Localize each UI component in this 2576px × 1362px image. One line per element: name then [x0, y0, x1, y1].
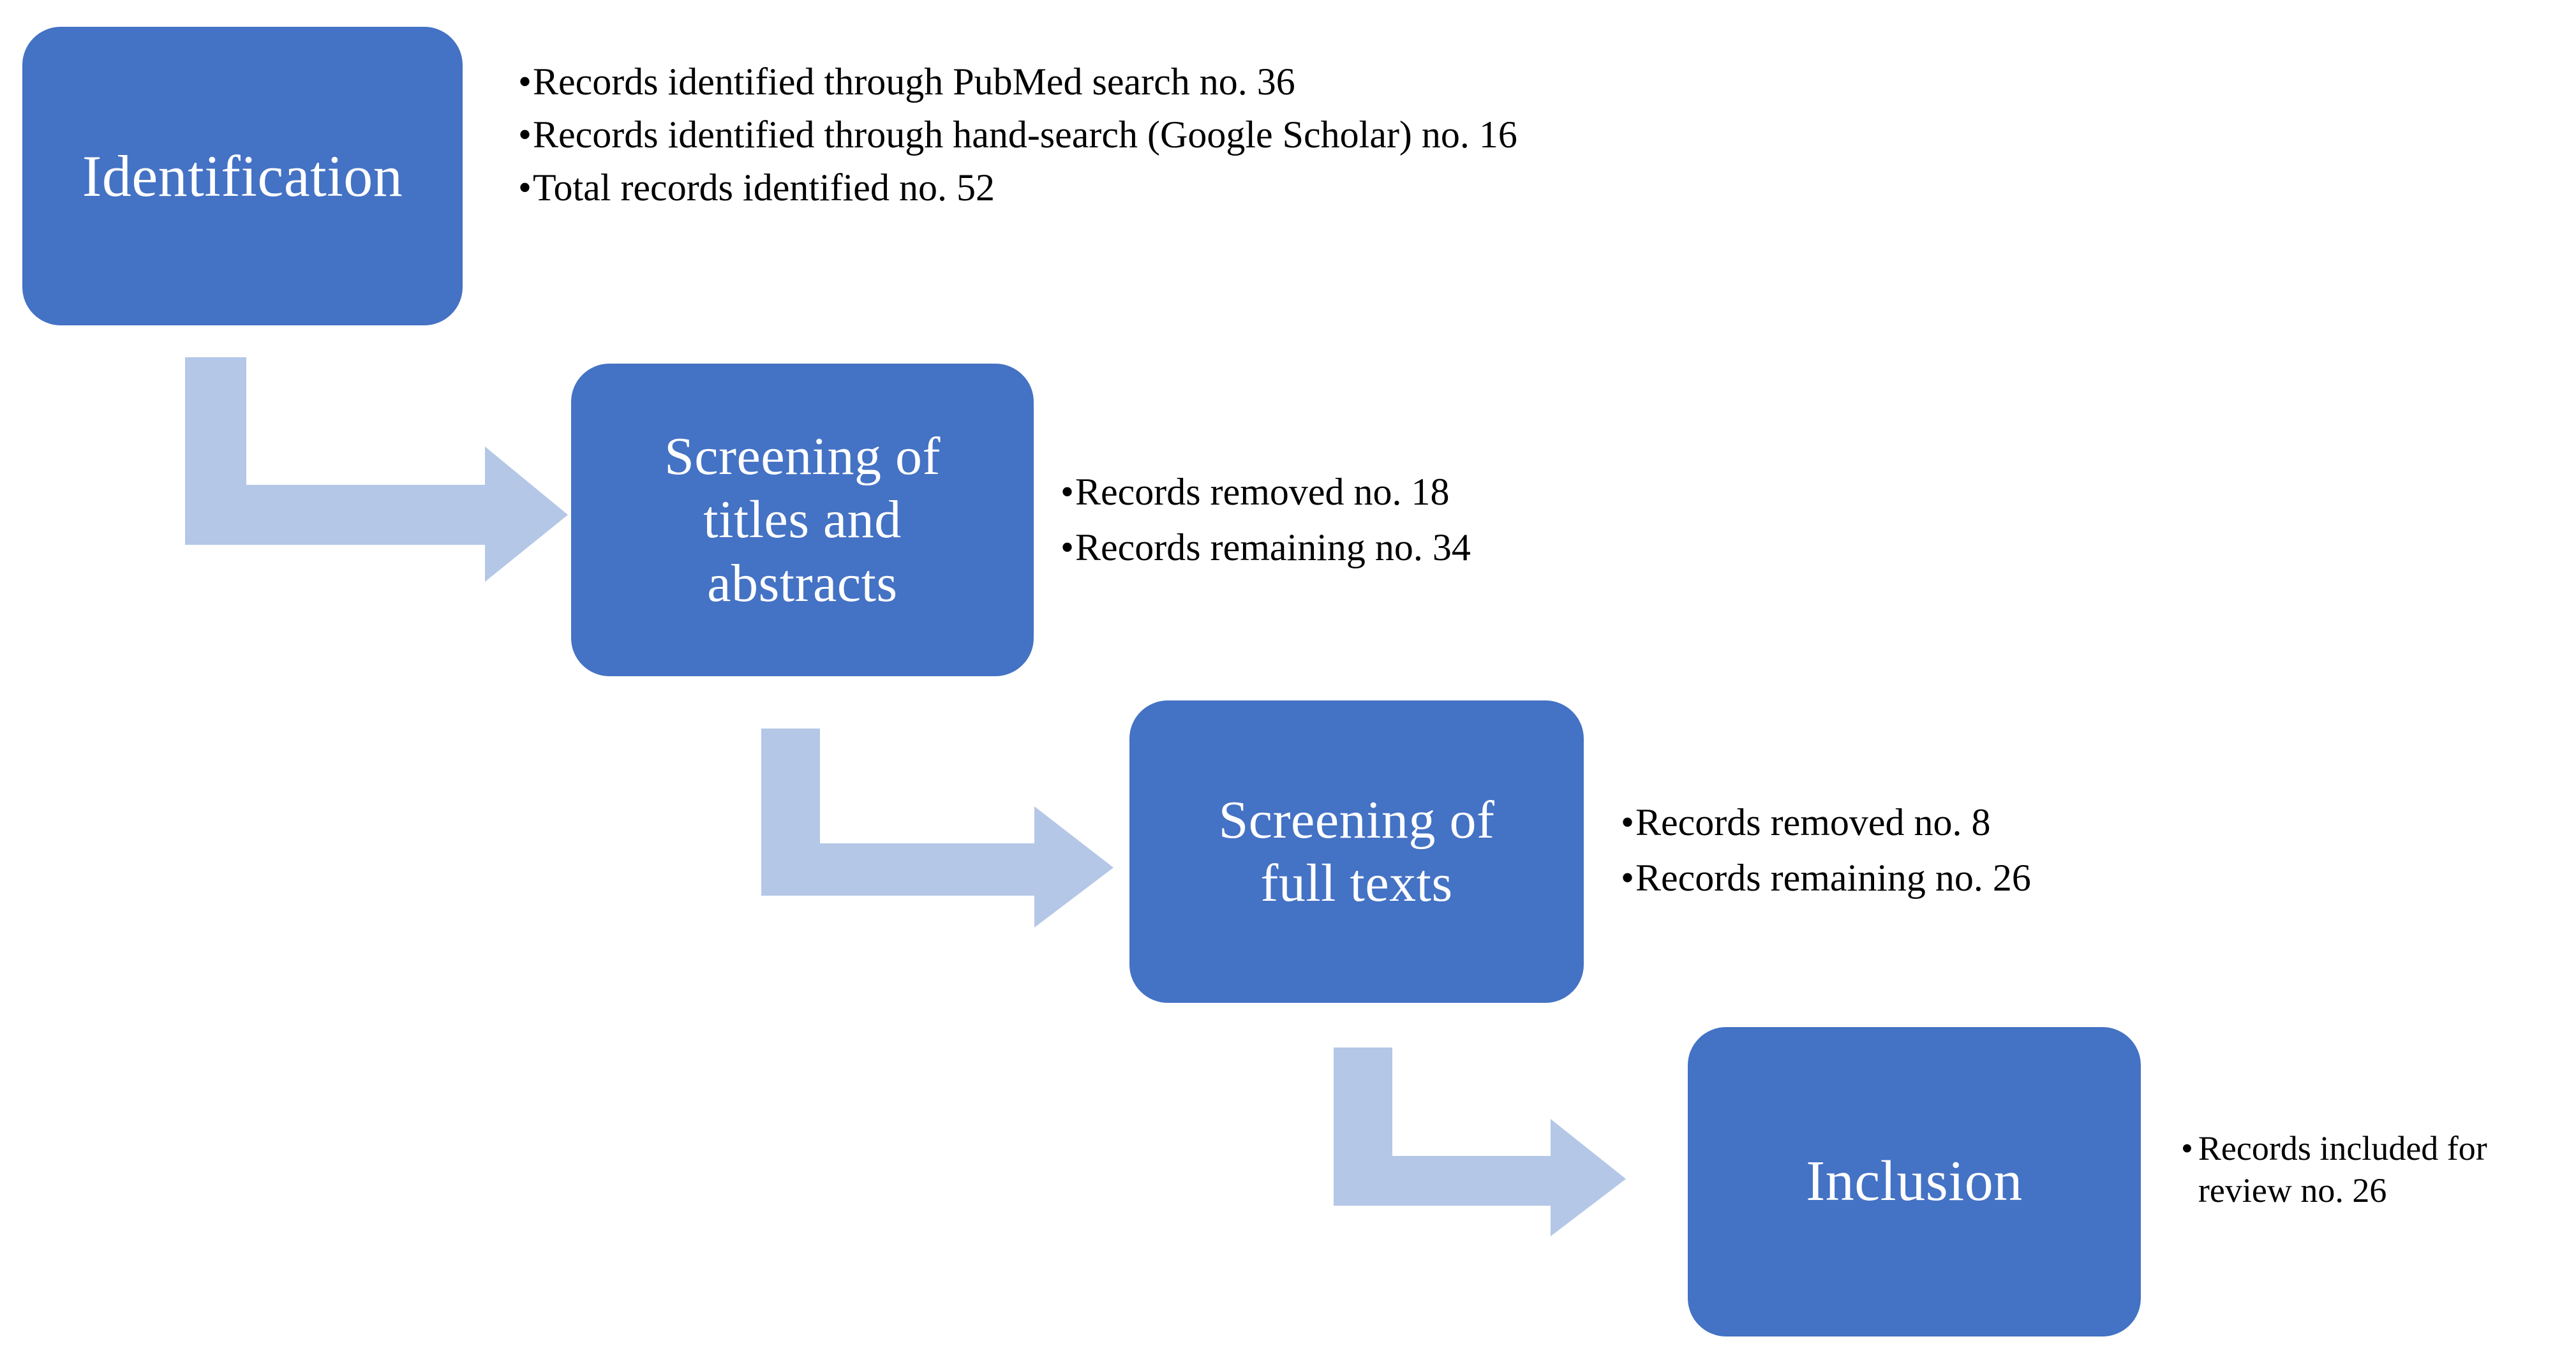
bent-arrow-screening-fulltexts-to-inclusion [1334, 1047, 1626, 1236]
stage-box-screening-titles-abstracts-label: Screening of titles and abstracts [664, 427, 941, 613]
bullet-dot-icon: • [1621, 857, 1635, 899]
list-item: • Total records identified no. 52 [518, 165, 1552, 211]
list-item-text: Records identified through hand-search (… [533, 114, 1517, 156]
list-item-text: Records removed no. 18 [1075, 471, 1450, 513]
bullet-dot-icon: • [1061, 526, 1075, 569]
list-item-text: Records identified through PubMed search… [533, 61, 1295, 103]
bent-arrow-screening-titles-to-fulltexts [761, 729, 1113, 928]
list-item-text: Records remaining no. 26 [1635, 857, 2031, 899]
bullet-dot-icon: • [518, 167, 532, 209]
bullet-list-screening-titles-abstracts: • Records removed no. 18 • Records remai… [1061, 469, 1673, 580]
list-item-text: Records included for review no. 26 [2198, 1129, 2487, 1210]
list-item-text: Records removed no. 8 [1635, 801, 1991, 843]
stage-box-identification-label: Identification [82, 143, 403, 209]
bullet-list-identification: • Records identified through PubMed sear… [518, 59, 1552, 218]
stage-box-identification[interactable]: Identification [22, 27, 463, 325]
list-item: • Records removed no. 18 [1061, 469, 1673, 515]
list-item: • Records identified through PubMed sear… [518, 59, 1552, 105]
list-item: • Records remaining no. 26 [1621, 855, 2195, 901]
bullet-dot-icon: • [1621, 801, 1635, 843]
bullet-list-inclusion: • Records included for review no. 26 [2181, 1128, 2564, 1212]
bullet-dot-icon: • [1061, 471, 1075, 513]
list-item: • Records identified through hand-search… [518, 112, 1552, 158]
stage-box-screening-full-texts[interactable]: Screening of full texts [1129, 700, 1584, 1003]
list-item: • Records remaining no. 34 [1061, 524, 1673, 571]
list-item: • Records removed no. 8 [1621, 799, 2195, 846]
stage-box-inclusion-label: Inclusion [1806, 1150, 2023, 1213]
bullet-dot-icon: • [2181, 1129, 2193, 1167]
stage-box-screening-titles-abstracts[interactable]: Screening of titles and abstracts [571, 364, 1034, 676]
bent-arrow-identification-to-screening-titles [185, 357, 568, 582]
bullet-list-screening-full-texts: • Records removed no. 8 • Records remain… [1621, 799, 2195, 910]
bullet-dot-icon: • [518, 61, 532, 103]
stage-box-inclusion[interactable]: Inclusion [1688, 1027, 2141, 1336]
bullet-dot-icon: • [518, 114, 532, 156]
list-item-text: Total records identified no. 52 [533, 167, 995, 209]
list-item-text: Records remaining no. 34 [1075, 526, 1471, 569]
list-item: • Records included for review no. 26 [2181, 1128, 2564, 1212]
stage-box-screening-full-texts-label: Screening of full texts [1218, 790, 1495, 913]
